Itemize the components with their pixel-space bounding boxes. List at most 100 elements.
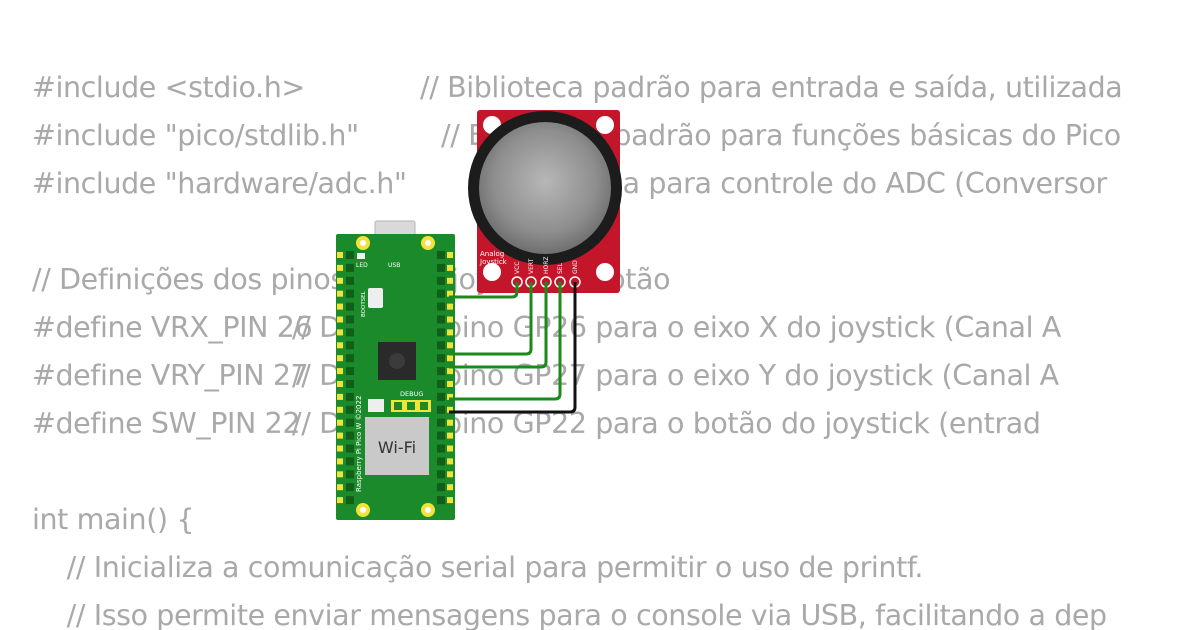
pico-pin-pad <box>437 405 445 414</box>
joystick-pin-label: SEL <box>557 262 564 274</box>
joystick-pin-label: VCC <box>514 262 521 274</box>
pico-pin <box>447 342 453 349</box>
pico-pin-pad <box>346 289 354 298</box>
joystick-label-line1: Analog <box>480 250 504 258</box>
pico-pin-pad <box>346 263 354 272</box>
code-text: #include "pico/stdlib.h" <box>32 119 359 152</box>
led-indicator <box>357 253 365 259</box>
pico-pin <box>447 355 453 362</box>
code-text: #define VRX_PIN 26 <box>32 311 313 344</box>
pico-pin-pad <box>346 418 354 427</box>
pico-pin-pad <box>346 392 354 401</box>
usb-label: USB <box>388 262 400 269</box>
pico-pin-pad <box>437 392 445 401</box>
mount-hole-bottom-left <box>483 263 501 281</box>
pico-pin-pad <box>437 354 445 363</box>
pico-pin-pad <box>437 483 445 492</box>
pico-pin-pad <box>437 289 445 298</box>
pico-pin-pad <box>437 251 445 259</box>
joystick-label-line2: Joystick <box>479 258 508 266</box>
pico-pin <box>337 252 343 258</box>
pico-pin <box>337 316 343 323</box>
pico-pin-pad <box>437 457 445 466</box>
pico-board[interactable]: LED USB BOOTSEL DEBUG Wi-Fi Raspberry Pi… <box>336 220 455 520</box>
code-line: #include "hardware/adc.h"// Biblioteca p… <box>32 164 1107 204</box>
pico-pin <box>447 419 453 426</box>
led-label: LED <box>356 262 368 269</box>
pico-pin <box>337 393 343 400</box>
pico-pin-pad <box>346 341 354 350</box>
pico-pin <box>447 471 453 478</box>
pico-pin-pad <box>346 483 354 492</box>
pico-pin-pad <box>346 444 354 453</box>
flash-chip <box>368 399 384 412</box>
wire-sel[interactable] <box>449 282 562 401</box>
pico-pin-pad <box>437 302 445 311</box>
pico-pin-pad <box>437 315 445 324</box>
code-line: #include <stdio.h>// Biblioteca padrão p… <box>32 68 1123 108</box>
pico-pin-pad <box>346 405 354 414</box>
pico-pin <box>337 355 343 362</box>
pico-pin <box>337 329 343 336</box>
wire-vcc[interactable] <box>449 282 519 299</box>
pico-pin <box>337 484 343 491</box>
pico-pin-pad <box>437 470 445 479</box>
pico-pin-pad <box>437 328 445 337</box>
pico-pin <box>337 368 343 375</box>
debug-label: DEBUG <box>400 390 423 398</box>
wire-gnd[interactable] <box>449 282 577 414</box>
pico-pin <box>337 419 343 426</box>
code-text: #include "hardware/adc.h" <box>32 167 407 200</box>
mount-hole-bottom-right <box>596 263 614 281</box>
code-text: // Isso permite enviar mensagens para o … <box>32 599 1108 630</box>
wifi-label: Wi-Fi <box>378 438 416 457</box>
pico-pin <box>447 252 453 258</box>
pico-pin-pad <box>346 302 354 311</box>
pico-pin <box>337 445 343 452</box>
wire-vert[interactable] <box>449 282 533 356</box>
wire-horz[interactable] <box>449 282 548 369</box>
code-text: #include <stdio.h> <box>32 71 305 104</box>
pico-pin-pad <box>346 496 354 505</box>
mount-hole-top-right <box>596 116 614 134</box>
bootsel-label: BOOTSEL <box>361 290 367 317</box>
pico-pin-pad <box>346 251 354 259</box>
code-background: #include <stdio.h>// Biblioteca padrão p… <box>32 68 1123 630</box>
pico-pin <box>337 406 343 413</box>
pico-pin-pad <box>437 444 445 453</box>
pico-pin-pad <box>437 431 445 440</box>
pico-pin <box>337 381 343 387</box>
pico-pin <box>447 303 453 310</box>
pico-pin <box>447 368 453 375</box>
pico-pin-pad <box>437 418 445 427</box>
pico-pin <box>337 342 343 349</box>
pico-pin-pad <box>437 263 445 272</box>
pico-pin <box>337 497 343 504</box>
debug-header <box>391 400 431 412</box>
code-text: // Inicializa a comunicação serial para … <box>32 551 924 584</box>
joystick-pin-label: HORZ <box>543 256 550 274</box>
pico-pin <box>337 432 343 439</box>
pico-pin <box>337 303 343 310</box>
pico-pin-pad <box>346 367 354 376</box>
pico-pin-pad <box>437 341 445 350</box>
pico-pin-pad <box>346 457 354 466</box>
pico-pin <box>447 290 453 297</box>
joystick-knob[interactable] <box>479 122 611 254</box>
pico-pin-pad <box>346 380 354 388</box>
pico-pin <box>447 316 453 323</box>
pico-pin <box>447 458 453 465</box>
code-text: #define SW_PIN 22 <box>32 407 301 440</box>
pico-pin-pad <box>346 470 354 479</box>
pico-pin <box>337 290 343 297</box>
bootsel-button[interactable] <box>368 288 383 308</box>
pico-pin <box>447 406 453 413</box>
pico-pin <box>447 277 453 284</box>
pico-pin-pad <box>346 315 354 324</box>
pico-pin <box>447 432 453 439</box>
joystick-pin-label: VERT <box>528 258 535 274</box>
pico-pin-pad <box>437 496 445 505</box>
